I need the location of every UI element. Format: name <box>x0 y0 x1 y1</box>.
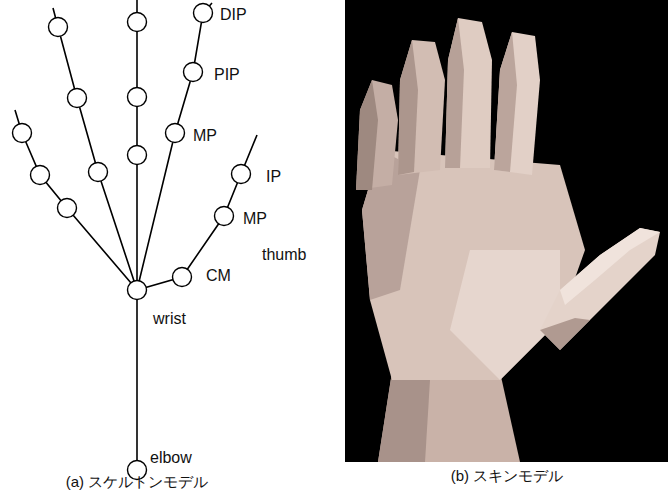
joint-circle <box>128 13 147 32</box>
joint-label: DIP <box>220 6 247 24</box>
finger-label: thumb <box>262 246 306 264</box>
joint-circle <box>31 166 50 185</box>
joint-circle <box>58 199 77 218</box>
joint-circle <box>194 4 213 23</box>
joint-circle <box>13 124 32 143</box>
joint-circle <box>166 124 185 143</box>
joint-label: MP <box>193 127 217 145</box>
joint-label: IP <box>266 168 281 186</box>
joint-circle <box>89 163 108 182</box>
skin-model <box>345 0 668 462</box>
joint-label: PIP <box>214 66 240 84</box>
skeleton-model <box>15 0 257 470</box>
joint-circle <box>232 165 251 184</box>
joint-circle <box>184 63 203 82</box>
joint-circle <box>128 88 147 107</box>
joint-circle <box>128 281 147 300</box>
joint-circle <box>215 207 234 226</box>
subcaption: (a) スケルトンモデル <box>66 474 209 491</box>
joint-circle <box>128 146 147 165</box>
joint-label: CM <box>206 267 231 285</box>
joint-circle <box>68 89 87 108</box>
joint-label: elbow <box>150 449 192 467</box>
joint-circle <box>173 268 192 287</box>
joint-label: wrist <box>153 310 186 328</box>
joint-circle <box>49 18 68 37</box>
joint-circles <box>13 4 251 480</box>
joint-label: MP <box>243 210 267 228</box>
subcaption: (b) スキンモデル <box>451 468 564 485</box>
